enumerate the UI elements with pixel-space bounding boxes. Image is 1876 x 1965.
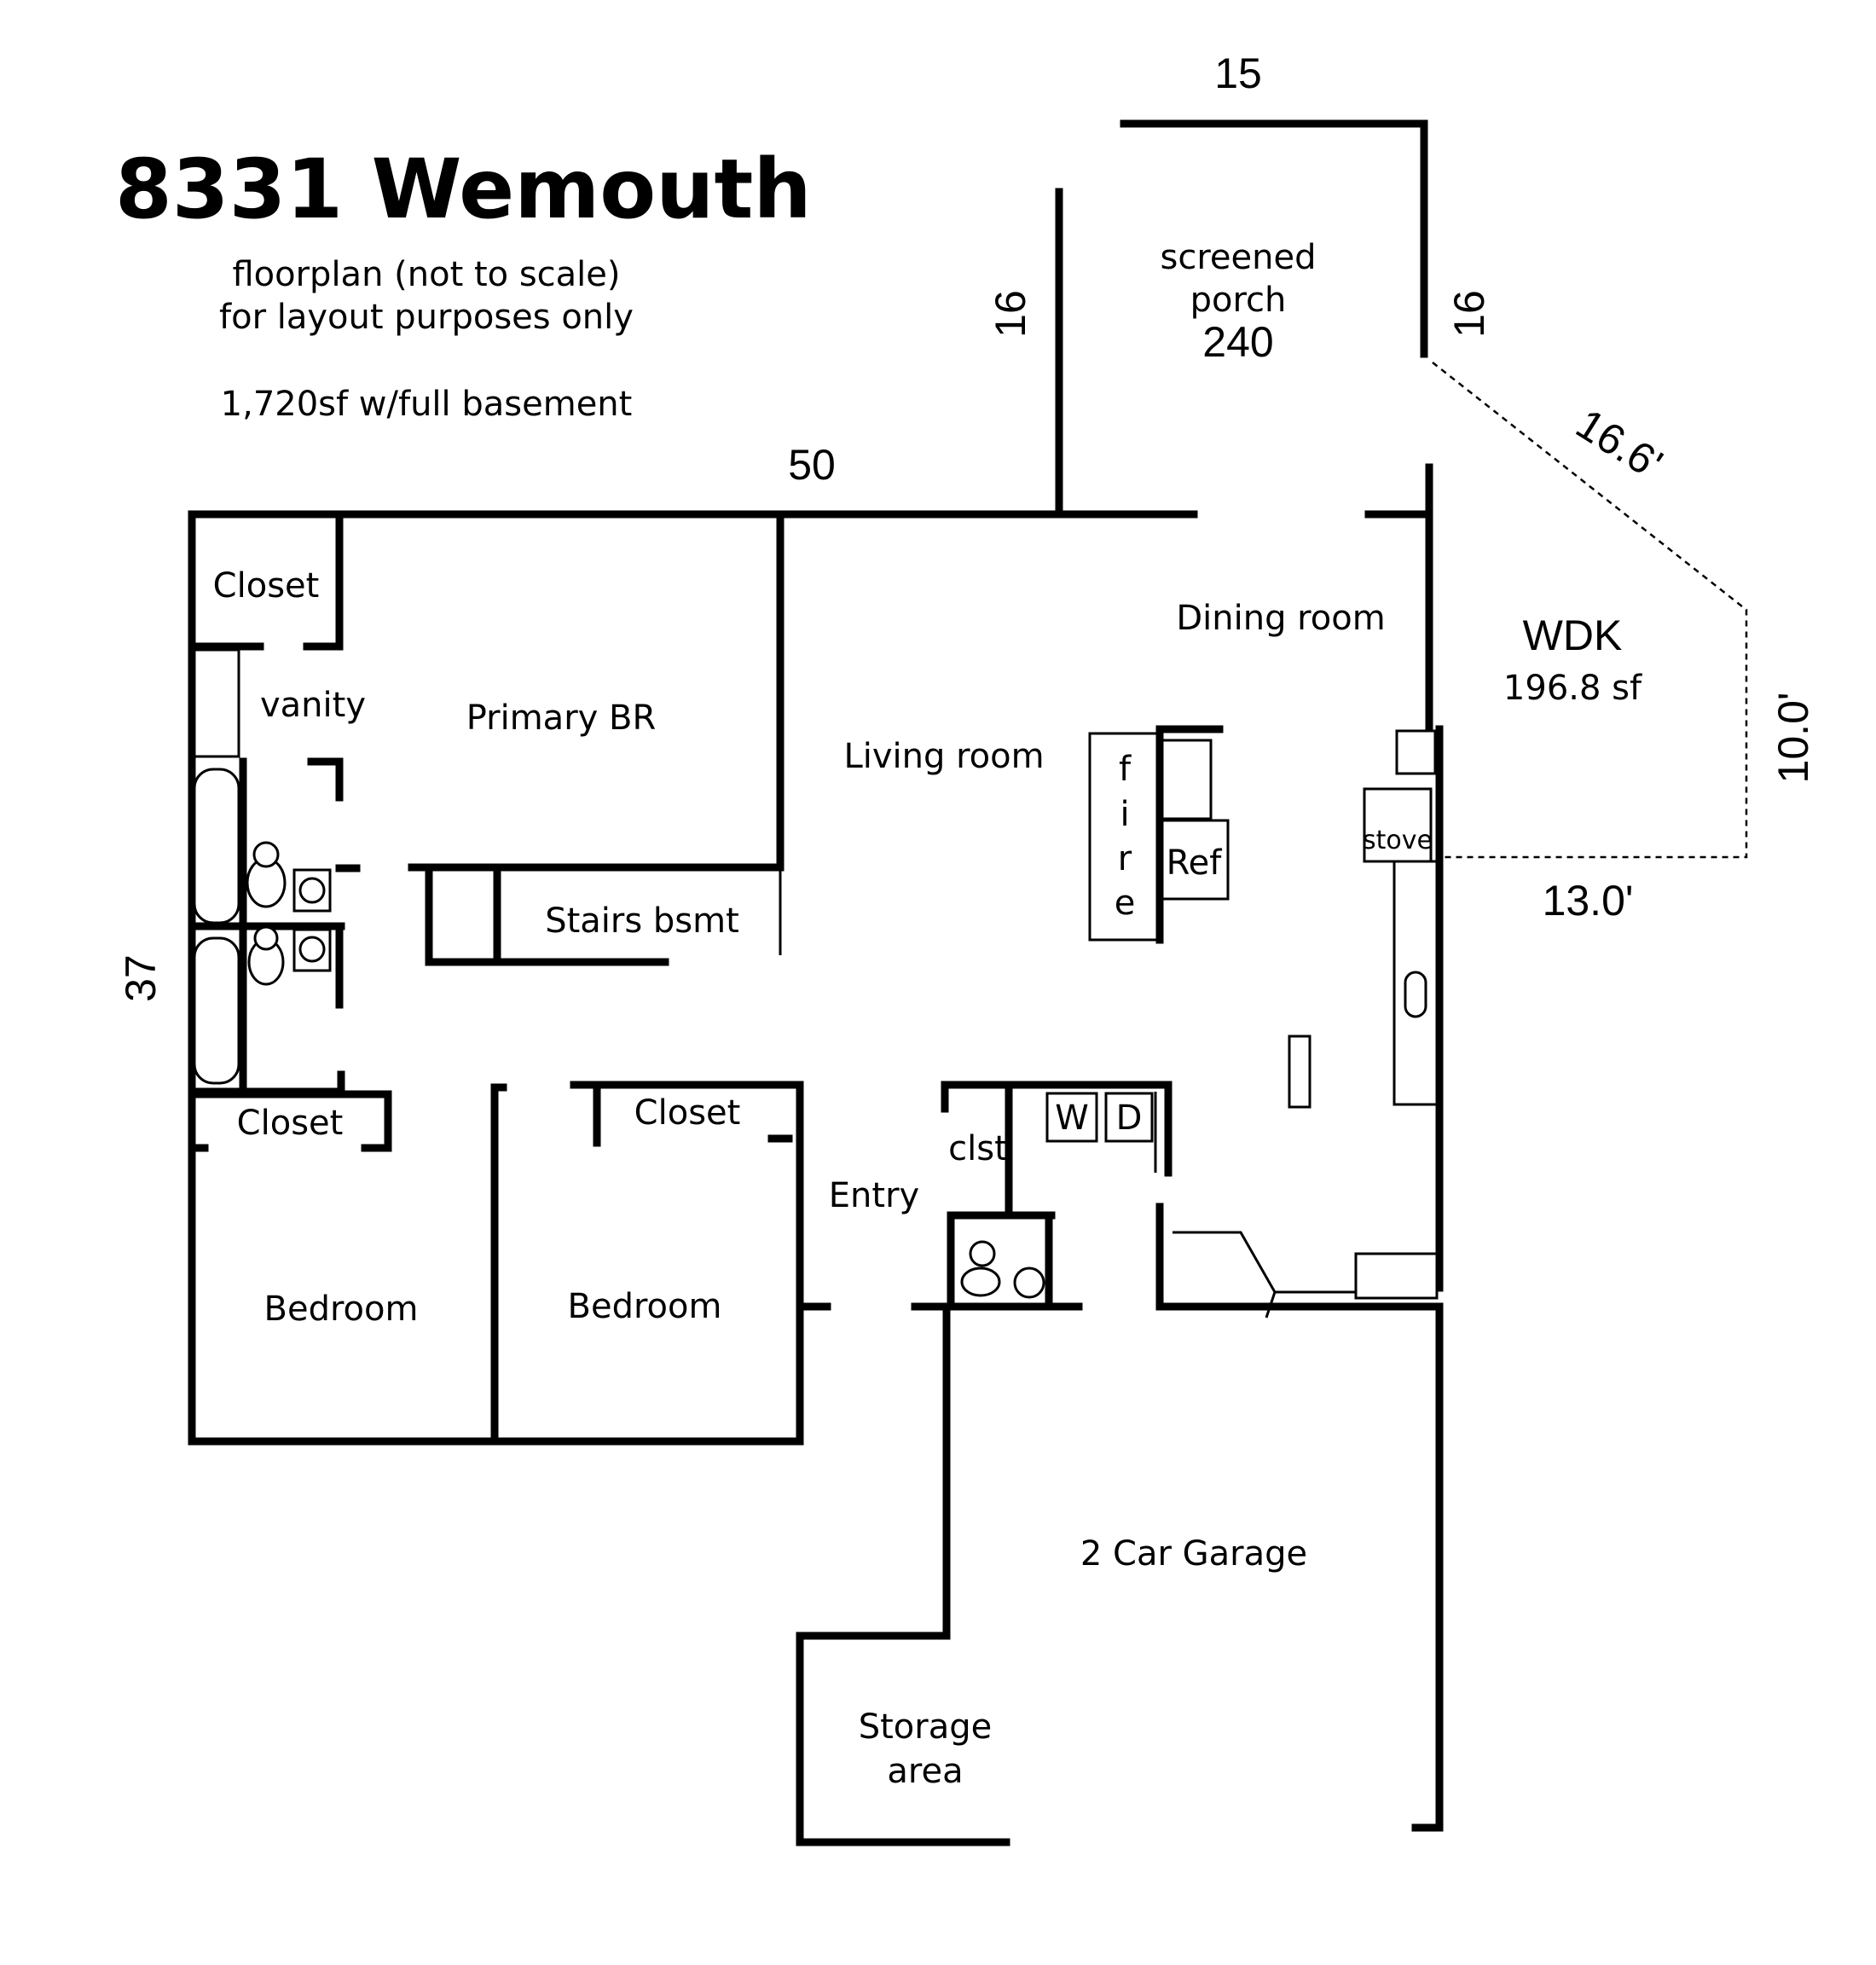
vanity-label: vanity — [260, 686, 366, 725]
bathtub-lower — [193, 936, 240, 1085]
sink-upper-basin — [298, 877, 326, 904]
plan-subtitle-line2: for layout purposes only — [219, 298, 634, 337]
sink-lower-basin — [298, 936, 326, 963]
screened-porch-label-line2: porch — [1190, 281, 1287, 320]
garage-wall-left — [796, 1302, 1010, 1846]
dimension-top-width: 50 — [788, 441, 836, 489]
dimension-left-depth: 37 — [117, 954, 165, 1002]
vanity-counter — [193, 648, 240, 758]
toilet-upper-tank — [252, 841, 280, 868]
bathtub-upper — [193, 768, 240, 925]
refrigerator-cabinet — [1160, 739, 1213, 820]
entry-label: Entry — [829, 1176, 919, 1215]
refrigerator-label: Ref — [1167, 843, 1223, 883]
area-note: 1,720sf w/full basement — [221, 385, 633, 424]
stove — [1363, 787, 1433, 863]
fireplace-letter-i: i — [1120, 795, 1129, 834]
bedroom-left-label: Bedroom — [264, 1290, 419, 1329]
kitchen-wall-right — [1425, 510, 1444, 1292]
entry-closet-label: clst — [948, 1129, 1008, 1168]
garage-label: 2 Car Garage — [1080, 1534, 1307, 1574]
powder-toilet — [960, 1267, 1001, 1297]
closet-middle-label: Closet — [634, 1093, 741, 1133]
primary-closet-side — [303, 510, 344, 651]
dimension-porch-left-depth: 16 — [987, 290, 1034, 338]
deck-area-label: 196.8 sf — [1503, 669, 1642, 708]
porch-wall-top — [1120, 119, 1428, 358]
bedroom-middle-closet — [570, 1081, 601, 1147]
fireplace-letter-r: r — [1118, 839, 1132, 878]
storage-label-line2: area — [887, 1752, 963, 1791]
kitchen-island — [1288, 1035, 1311, 1109]
kitchen-sink — [1404, 971, 1427, 1018]
dimension-porch-right-depth: 16 — [1445, 290, 1493, 338]
dimension-deck-depth: 10.0' — [1769, 693, 1817, 784]
dryer — [1104, 1092, 1154, 1143]
bedroom-middle-label: Bedroom — [568, 1287, 722, 1326]
refrigerator — [1158, 819, 1230, 901]
deck-outline — [1432, 362, 1748, 859]
toilet-lower-tank — [253, 925, 279, 951]
living-room-label: Living room — [843, 737, 1044, 776]
stove-label: stove — [1363, 826, 1433, 855]
deck-name-label: WDK — [1523, 612, 1623, 659]
dining-room-label: Dining room — [1176, 599, 1385, 638]
screened-porch-label-line1: screened — [1161, 238, 1317, 277]
fireplace-letter-e: e — [1115, 884, 1136, 923]
bedroom-left-closet — [188, 1090, 392, 1152]
bedroom-divider — [490, 1083, 507, 1446]
plan-title: 8331 Wemouth — [115, 142, 812, 237]
primary-br-label: Primary BR — [466, 698, 657, 738]
entry-closet-walls — [941, 1081, 1013, 1220]
laundry-wall — [1005, 1081, 1172, 1177]
storage-label-line1: Storage — [859, 1707, 993, 1747]
dimension-porch-width: 15 — [1214, 49, 1262, 97]
washer — [1045, 1092, 1098, 1143]
washer-label: W — [1055, 1098, 1089, 1138]
dimension-deck-diagonal: 16.6' — [1568, 400, 1670, 489]
primary-closet-label: Closet — [213, 566, 320, 606]
kitchen-counter-angle — [1172, 1231, 1356, 1294]
kitchen-counter-bottom — [1354, 1252, 1439, 1300]
dimension-deck-width: 13.0' — [1543, 877, 1634, 925]
plan-subtitle-line1: floorplan (not to scale) — [232, 255, 620, 294]
powder-toilet-tank — [969, 1240, 996, 1267]
garage-wall-right — [1411, 1302, 1444, 1832]
kitchen-counter-top — [1395, 729, 1437, 775]
screened-porch-area: 240 — [1202, 318, 1273, 366]
stairs-label: Stairs bsmt — [545, 901, 739, 941]
fireplace-letter-f: f — [1119, 750, 1132, 789]
kitchen-counter-stub — [1265, 1291, 1277, 1319]
powder-sink — [1013, 1267, 1045, 1299]
fireplace — [1088, 732, 1161, 942]
dryer-label: D — [1116, 1098, 1143, 1138]
closet-left-label: Closet — [237, 1104, 344, 1143]
stairs-wall-bottom — [425, 863, 669, 966]
